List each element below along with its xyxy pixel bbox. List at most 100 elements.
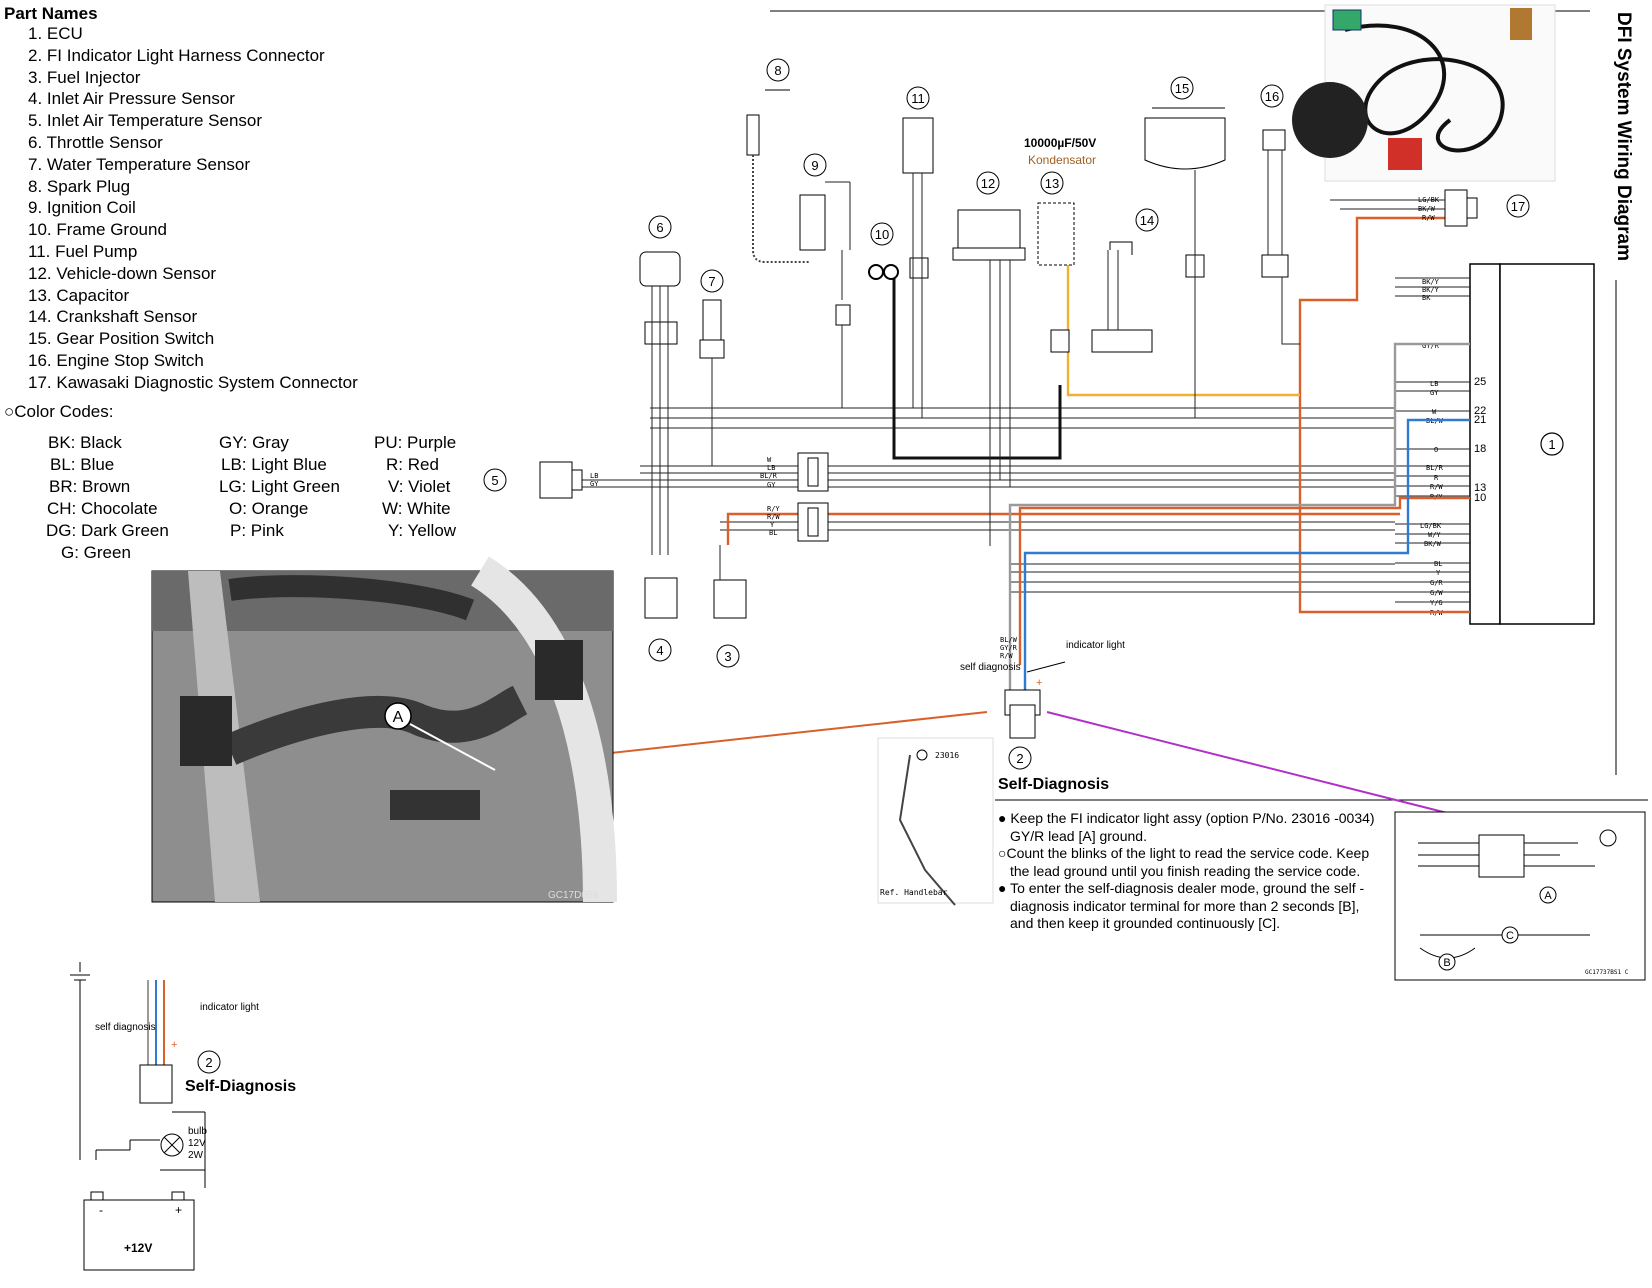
part-item: 4. Inlet Air Pressure Sensor <box>28 89 235 109</box>
ecu-callout <box>1540 432 1564 456</box>
svg-text:BK: BK <box>1422 294 1431 302</box>
svg-text:BL/R: BL/R <box>760 472 778 480</box>
svg-text:2: 2 <box>1016 751 1023 766</box>
svg-text:9: 9 <box>811 158 818 173</box>
note-item: ○Count the blinks of the light to read t… <box>998 845 1370 879</box>
svg-text:R/W: R/W <box>1430 483 1443 491</box>
svg-text:7: 7 <box>708 274 715 289</box>
svg-text:R/W: R/W <box>1422 214 1435 222</box>
engine-photo: A GC17D059 <box>151 556 617 903</box>
svg-text:BK/Y: BK/Y <box>1422 278 1440 286</box>
wire-blue-blw <box>1023 418 1470 690</box>
wire-orange-rw <box>1298 216 1470 614</box>
svg-text:LG/BK: LG/BK <box>1420 522 1442 530</box>
color-code: DG: Dark Green <box>46 521 169 540</box>
svg-text:1: 1 <box>1548 437 1555 452</box>
component-15: 15 <box>1144 76 1226 418</box>
svg-text:14: 14 <box>1140 213 1154 228</box>
note-item: ● To enter the self-diagnosis dealer mod… <box>998 880 1365 931</box>
ecu-feed-wires <box>1395 277 1470 613</box>
part-item: 15. Gear Position Switch <box>28 329 215 349</box>
svg-text:GY/R: GY/R <box>1422 342 1440 350</box>
svg-text:23016: 23016 <box>935 751 959 760</box>
pin-18: 18 <box>1474 443 1486 455</box>
svg-text:GY/R: GY/R <box>1000 644 1018 652</box>
color-code: LB: Light Blue <box>221 455 327 474</box>
part-item: 17. Kawasaki Diagnostic System Connector <box>28 372 358 392</box>
svg-text:+: + <box>175 1203 182 1217</box>
part-item: 5. Inlet Air Temperature Sensor <box>28 111 263 131</box>
part-item: 7. Water Temperature Sensor <box>28 154 251 174</box>
part-item: 11. Fuel Pump <box>28 241 138 261</box>
color-code: V: Violet <box>388 477 451 496</box>
svg-text:15: 15 <box>1175 81 1189 96</box>
svg-text:R/Y: R/Y <box>767 505 780 513</box>
svg-text:16: 16 <box>1265 89 1279 104</box>
svg-text:R/W: R/W <box>767 513 780 521</box>
svg-text:A: A <box>1544 890 1552 902</box>
svg-text:G/R: G/R <box>1430 579 1443 587</box>
ecu-block: 1 <box>1469 263 1595 625</box>
svg-text:LB: LB <box>590 472 598 480</box>
photo-callout-a <box>384 702 412 730</box>
svg-text:R: R <box>1434 474 1439 482</box>
svg-text:W/Y: W/Y <box>1428 531 1441 539</box>
svg-text:Y: Y <box>770 521 775 529</box>
part-item: 14. Crankshaft Sensor <box>28 307 198 327</box>
svg-text:11: 11 <box>911 91 925 106</box>
part-item: 8. Spark Plug <box>28 176 131 196</box>
svg-text:GY: GY <box>1430 389 1439 397</box>
svg-text:BK/Y: BK/Y <box>1422 286 1440 294</box>
ecu-wire-labels: BK/Y BK/Y BK GY/R LB GY W BL/W O BL/R R … <box>1420 278 1444 617</box>
svg-text:R/W: R/W <box>1000 652 1013 660</box>
wire-orange-injector <box>726 512 1400 545</box>
svg-text:12V: 12V <box>188 1138 206 1149</box>
svg-text:A: A <box>393 709 404 726</box>
svg-text:10: 10 <box>875 227 889 242</box>
svg-text:self diagnosis: self diagnosis <box>95 1022 156 1033</box>
svg-text:Y: Y <box>1436 569 1441 577</box>
component-16: 16 <box>1260 84 1300 345</box>
svg-text:+12V: +12V <box>124 1241 152 1255</box>
wire-yellow-o <box>1066 253 1300 397</box>
component-7: 7 <box>699 269 725 466</box>
svg-text:BL/R: BL/R <box>1426 464 1444 472</box>
note-item: ● Keep the FI indicator light assy (opti… <box>998 810 1375 844</box>
svg-text:G/W: G/W <box>1430 589 1443 597</box>
ecu-pin-numbers: 25 22 21 18 13 10 <box>1474 376 1486 504</box>
pin-10: 10 <box>1474 492 1486 504</box>
part-item: 9. Ignition Coil <box>28 198 136 218</box>
svg-text:2: 2 <box>205 1055 212 1070</box>
svg-text:+: + <box>171 1039 177 1051</box>
wire-gray-gyr <box>1008 342 1470 690</box>
svg-text:13: 13 <box>1045 176 1059 191</box>
svg-text:Y/G: Y/G <box>1430 599 1443 607</box>
part-names-title: Part Names <box>4 4 98 23</box>
svg-text:GY: GY <box>767 481 776 489</box>
svg-text:C: C <box>1506 930 1514 942</box>
svg-text:BL/W: BL/W <box>1000 636 1018 644</box>
part-item: 16. Engine Stop Switch <box>28 350 204 370</box>
svg-text:BL: BL <box>1434 560 1442 568</box>
color-code: BK: Black <box>48 433 122 452</box>
svg-text:LB: LB <box>1430 380 1438 388</box>
color-code: Y: Yellow <box>388 521 457 540</box>
sd-figure: A C B GC17737BS1 C <box>1394 811 1646 981</box>
harness-main <box>560 407 1395 593</box>
pin-21: 21 <box>1474 414 1486 426</box>
photo-code: GC17D059 <box>548 890 598 901</box>
part-item: 13. Capacitor <box>28 285 130 305</box>
svg-text:-: - <box>99 1203 103 1217</box>
svg-text:indicator light: indicator light <box>200 1002 259 1013</box>
svg-text:bulb: bulb <box>188 1126 207 1137</box>
color-code: BR: Brown <box>49 477 131 496</box>
svg-text:3: 3 <box>724 649 731 664</box>
svg-text:self diagnosis: self diagnosis <box>960 662 1021 673</box>
component-17: 17 LG/BK BK/W R/W <box>1330 189 1530 227</box>
colored-wires <box>563 216 1484 826</box>
svg-text:BK/W: BK/W <box>1424 540 1442 548</box>
svg-text:B: B <box>1443 957 1450 969</box>
color-code: W: White <box>382 499 451 518</box>
svg-text:indicator light: indicator light <box>1066 640 1125 651</box>
